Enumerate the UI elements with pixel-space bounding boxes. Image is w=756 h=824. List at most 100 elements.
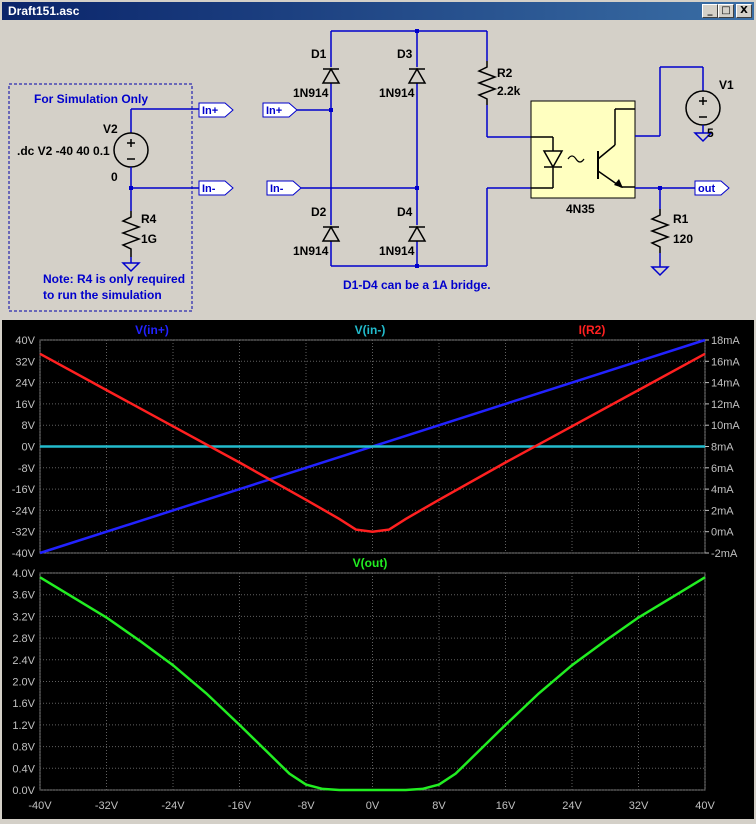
y-left-tick-label: 40V bbox=[15, 335, 35, 347]
d3-diode[interactable] bbox=[407, 67, 427, 84]
y-tick-label: 1.2V bbox=[12, 720, 35, 732]
svg-text:In+: In+ bbox=[202, 105, 218, 117]
v1-name: V1 bbox=[719, 78, 734, 92]
u1-name: 4N35 bbox=[566, 202, 595, 216]
y-right-tick-label: 4mA bbox=[711, 484, 734, 496]
y-left-tick-label: -8V bbox=[18, 463, 36, 475]
d1-name: D1 bbox=[311, 47, 327, 61]
note-line-2: to run the simulation bbox=[43, 288, 162, 302]
plot-pane-top[interactable]: V(in+) V(in-) I(R2) 40V32V24V16V8V0V-8V-… bbox=[12, 323, 741, 560]
x-tick-label: -16V bbox=[228, 800, 252, 812]
r4-name: R4 bbox=[141, 212, 157, 226]
d2-value: 1N914 bbox=[293, 244, 329, 258]
v2-source[interactable] bbox=[113, 108, 199, 211]
x-tick-label: 16V bbox=[496, 800, 516, 812]
y-left-tick-label: -40V bbox=[12, 548, 36, 560]
y-right-tick-label: 0mA bbox=[711, 527, 734, 539]
r1-resistor[interactable] bbox=[649, 209, 671, 277]
y-left-tick-label: 32V bbox=[15, 356, 35, 368]
x-tick-label: -32V bbox=[95, 800, 119, 812]
waveform-viewer[interactable]: V(in+) V(in-) I(R2) 40V 32V 24V 16V 8V 0V -8V -… bbox=[2, 320, 754, 819]
d3-value: 1N914 bbox=[379, 86, 415, 100]
label-in-plus-sim[interactable]: In+ bbox=[198, 102, 234, 118]
v2-name: V2 bbox=[103, 122, 118, 136]
maximize-button[interactable]: □ bbox=[718, 4, 734, 18]
y-right-tick-label: 16mA bbox=[711, 356, 740, 368]
y-right-tick-label: 6mA bbox=[711, 463, 734, 475]
simulation-only-box bbox=[8, 83, 193, 312]
sim-box-label: For Simulation Only bbox=[34, 92, 148, 106]
y-tick-label: 1.6V bbox=[12, 698, 35, 710]
y-left-tick-label: 16V bbox=[15, 399, 35, 411]
window-title: Draft151.asc bbox=[8, 4, 80, 18]
y-tick-label: 3.2V bbox=[12, 611, 35, 623]
y-tick-label: 3.6V bbox=[12, 590, 35, 602]
window-titlebar[interactable]: Draft151.asc _ □ X bbox=[2, 2, 754, 20]
v1-value: 5 bbox=[707, 126, 714, 140]
label-in-minus[interactable]: In- bbox=[266, 180, 302, 196]
x-tick-label: 24V bbox=[562, 800, 582, 812]
y-tick-label: 2.8V bbox=[12, 633, 35, 645]
x-tick-label: 8V bbox=[432, 800, 446, 812]
y-right-tick-label: 18mA bbox=[711, 335, 740, 347]
label-out[interactable]: out bbox=[694, 180, 730, 196]
label-in-minus-sim[interactable]: In- bbox=[198, 180, 234, 196]
legend-v-in-plus[interactable]: V(in+) bbox=[135, 323, 169, 337]
y-left-tick-label: 24V bbox=[15, 378, 35, 390]
r4-value: 1G bbox=[141, 232, 157, 246]
r2-resistor[interactable] bbox=[476, 61, 498, 105]
d4-name: D4 bbox=[397, 205, 413, 219]
y-left-tick-label: -24V bbox=[12, 505, 36, 517]
r1-name: R1 bbox=[673, 212, 689, 226]
y-tick-label: 0.4V bbox=[12, 763, 35, 775]
r2-name: R2 bbox=[497, 66, 513, 80]
ground-icon bbox=[650, 266, 670, 277]
v1-source[interactable] bbox=[685, 90, 721, 143]
legend-v-in-minus[interactable]: V(in-) bbox=[355, 323, 386, 337]
y-right-tick-label: 12mA bbox=[711, 399, 740, 411]
minimize-button[interactable]: _ bbox=[702, 4, 718, 18]
schematic-canvas[interactable]: For Simulation Only V2 .dc V2 -40 40 0.1… bbox=[3, 21, 753, 317]
legend-i-r2[interactable]: I(R2) bbox=[579, 323, 606, 337]
svg-text:In+: In+ bbox=[266, 105, 282, 117]
y-tick-label: 4.0V bbox=[12, 568, 35, 580]
y-right-tick-label: 10mA bbox=[711, 420, 740, 432]
ground-icon bbox=[693, 132, 713, 143]
y-tick-label: 0.0V bbox=[12, 785, 35, 797]
y-tick-label: 2.0V bbox=[12, 677, 35, 689]
y-left-tick-label: -16V bbox=[12, 484, 36, 496]
close-button[interactable]: X bbox=[736, 4, 752, 18]
d2-diode[interactable] bbox=[321, 225, 341, 242]
label-in-plus[interactable]: In+ bbox=[262, 102, 298, 118]
optocoupler-4n35[interactable] bbox=[530, 100, 636, 199]
legend-v-out[interactable]: V(out) bbox=[353, 556, 388, 570]
note-line-1: Note: R4 is only required bbox=[43, 272, 185, 286]
bridge-note: D1-D4 can be a 1A bridge. bbox=[343, 278, 491, 292]
bottom-left-ticks: 4.0V 3.6V 3.2V 2.8V 2.4V 2.0V 1.6V 1.2V 0.8V 0.4V… bbox=[12, 568, 35, 797]
top-series bbox=[39, 338, 706, 555]
d4-diode[interactable] bbox=[407, 225, 427, 242]
r1-value: 120 bbox=[673, 232, 693, 246]
bottom-grid bbox=[39, 572, 706, 791]
waveform-svg: V(in+) V(in-) I(R2) 40V 32V 24V 16V 8V 0V -8V -… bbox=[12, 323, 741, 812]
d1-diode[interactable] bbox=[321, 67, 341, 84]
svg-text:out: out bbox=[698, 183, 715, 195]
r2-value: 2.2k bbox=[497, 84, 521, 98]
v2-value: 0 bbox=[111, 170, 118, 184]
y-left-tick-label: 0V bbox=[22, 442, 36, 454]
v2-directive: .dc V2 -40 40 0.1 bbox=[17, 144, 110, 158]
y-right-tick-label: 2mA bbox=[711, 505, 734, 517]
svg-text:In-: In- bbox=[270, 183, 284, 195]
d2-name: D2 bbox=[311, 205, 327, 219]
series-i-r2 bbox=[39, 352, 706, 533]
top-grid bbox=[39, 339, 706, 554]
r4-resistor[interactable] bbox=[120, 211, 142, 273]
y-right-tick-label: 8mA bbox=[711, 442, 734, 454]
y-right-tick-label: -2mA bbox=[711, 548, 738, 560]
y-tick-label: 2.4V bbox=[12, 655, 35, 667]
plot-pane-bottom[interactable]: V(out) 4.0V 3.6V 3.2V 2.8V 2.4V 2.0V 1.6V 1.2V 0… bbox=[12, 556, 715, 812]
y-tick-label: 0.8V bbox=[12, 742, 35, 754]
